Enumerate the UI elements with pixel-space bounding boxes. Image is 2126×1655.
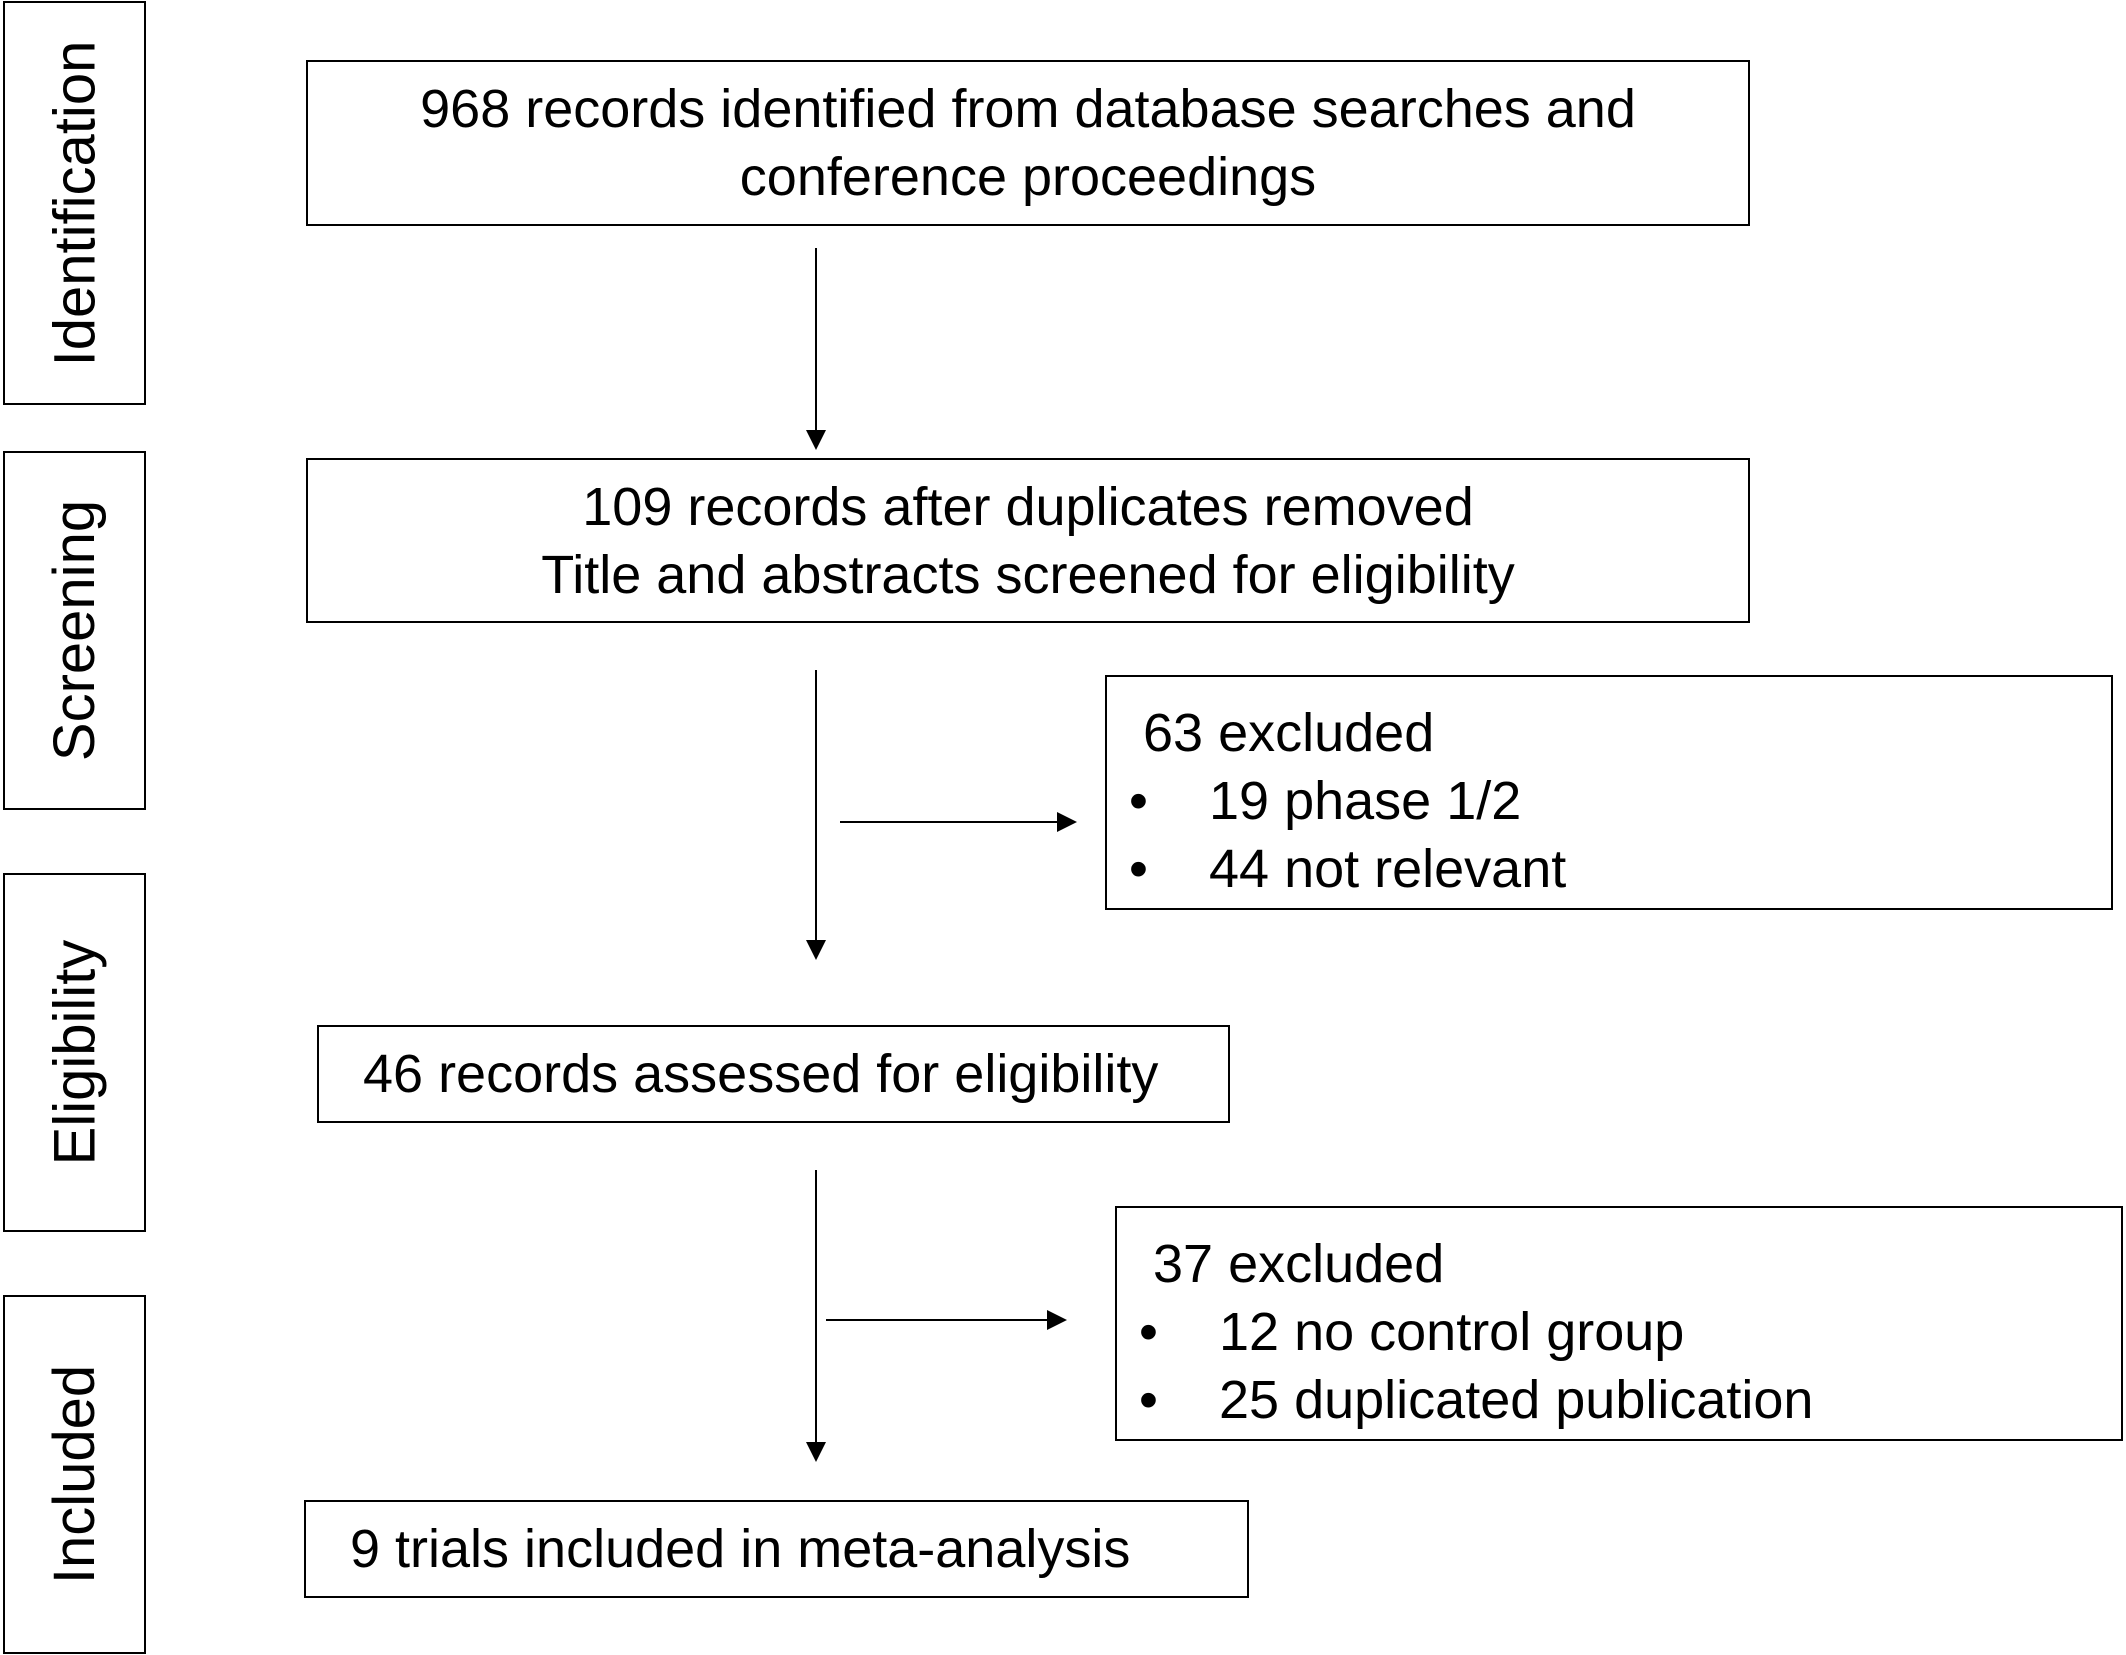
stage-included: Included [3, 1295, 146, 1654]
included-trials-box: 9 trials included in meta-analysis [304, 1500, 1249, 1598]
stage-identification: Identification [3, 1, 146, 405]
exclusion-first-title: 63 excluded [1143, 703, 1435, 763]
screened-line-1: 109 records after duplicates removed [582, 476, 1474, 537]
bullet-icon: • [1129, 839, 1148, 899]
identified-line-1: 968 records identified from database sea… [420, 79, 1636, 139]
bullet-icon: • [1129, 771, 1148, 831]
exclusion-second-item-label: 12 no control group [1219, 1302, 1685, 1362]
screened-line-2: Title and abstracts screened for eligibi… [541, 544, 1515, 605]
exclusion-first-item: • 19 phase 1/2 [1107, 767, 2111, 835]
exclusion-first-item-label: 44 not relevant [1209, 839, 1567, 899]
bullet-icon: • [1139, 1302, 1158, 1362]
exclusion-second-title: 37 excluded [1153, 1234, 1445, 1294]
identified-records-box: 968 records identified from database sea… [306, 60, 1750, 226]
stage-eligibility: Eligibility [3, 873, 146, 1232]
bullet-icon: • [1139, 1370, 1158, 1430]
identified-line-2: conference proceedings [739, 147, 1317, 207]
exclusion-second-item: • 12 no control group [1117, 1298, 2121, 1366]
exclusion-second-item-label: 25 duplicated publication [1219, 1370, 1814, 1430]
stage-screening: Screening [3, 451, 146, 810]
included-label: 9 trials included in meta-analysis [350, 1519, 1131, 1579]
exclusion-first-item: • 44 not relevant [1107, 835, 2111, 903]
assessed-label: 46 records assessed for eligibility [363, 1044, 1159, 1104]
exclusion-first-item-label: 19 phase 1/2 [1209, 771, 1522, 831]
exclusion-box-second: 37 excluded • 12 no control group • 25 d… [1115, 1206, 2123, 1441]
assessed-records-box: 46 records assessed for eligibility [317, 1025, 1230, 1123]
exclusion-second-item: • 25 duplicated publication [1117, 1366, 2121, 1434]
screened-records-box: 109 records after duplicates removed Tit… [306, 458, 1750, 623]
exclusion-box-first: 63 excluded • 19 phase 1/2 • 44 not rele… [1105, 675, 2113, 910]
